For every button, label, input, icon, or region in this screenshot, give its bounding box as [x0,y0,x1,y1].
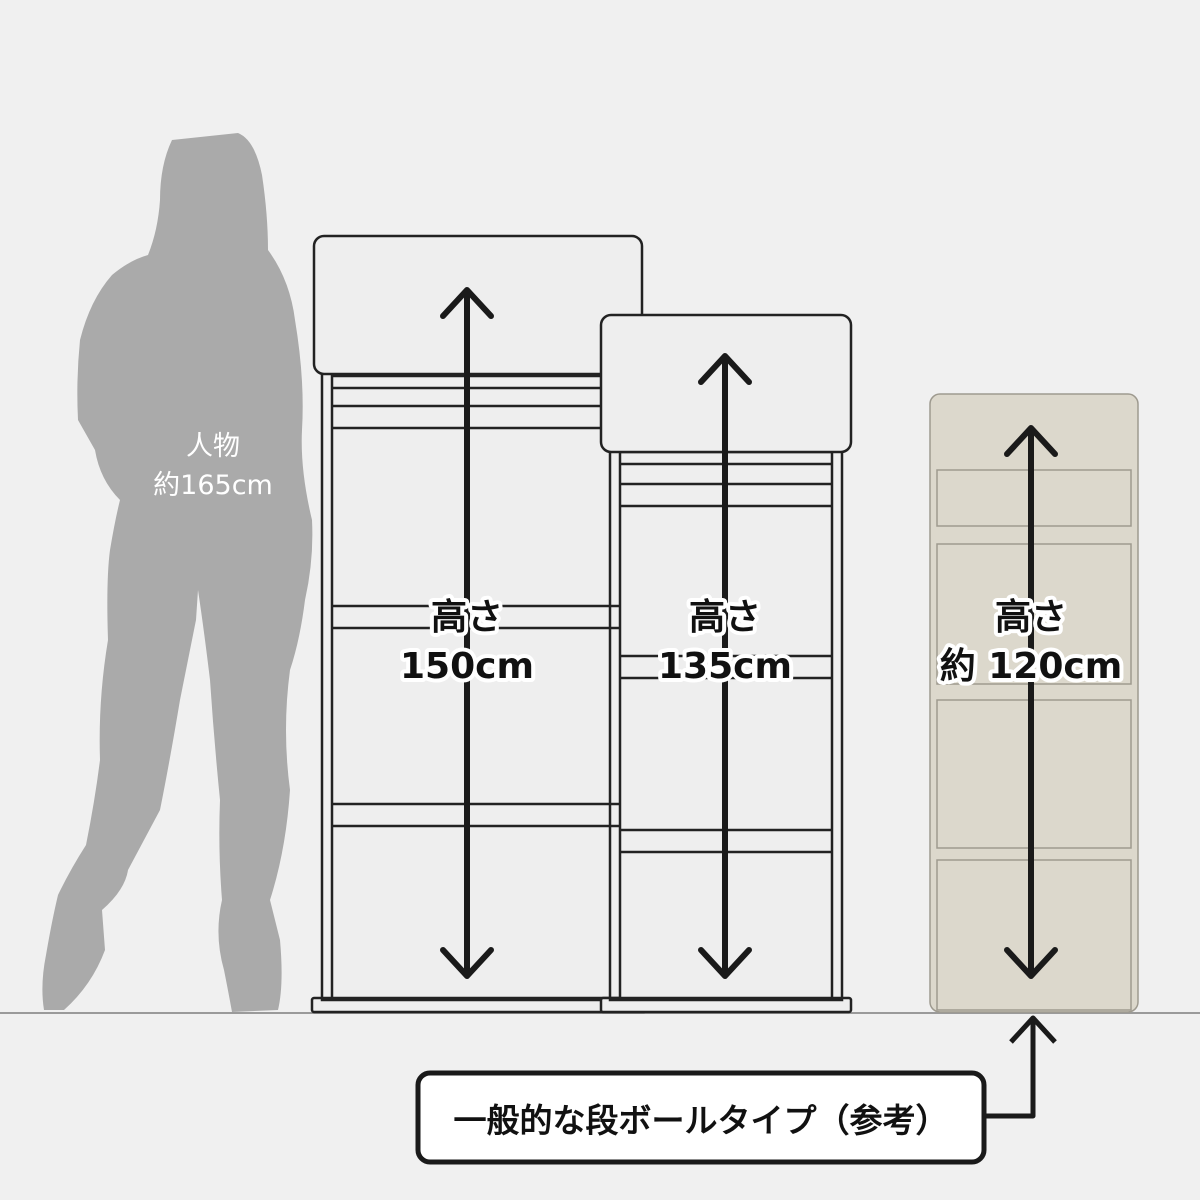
person-label-height: 約165cm [153,470,273,501]
person-silhouette: 人物 約165cm [42,133,313,1012]
callout-arrow-icon [984,1020,1036,1119]
double-arrow-icon [440,287,494,979]
rack-150-label-line1: 高さ [431,597,503,638]
rack-150-inner [330,374,630,1000]
double-arrow-icon [1004,425,1058,979]
person-label-name: 人物 [186,431,240,462]
callout-arrow-head [1009,1015,1057,1044]
rack-150cm [310,234,648,1014]
rack-135-label-line2: 135cm [658,646,792,687]
cardboard-label-line2: 約 120cm [940,646,1123,687]
double-arrow-icon [698,353,752,979]
callout-text: 一般的な段ボールタイプ（参考） [454,1101,949,1140]
height-labels: 高さ 150cm 高さ 135cm 高さ 約 120cm [396,593,1126,691]
cardboard-label-line1: 高さ [995,597,1067,638]
reference-callout: 一般的な段ボールタイプ（参考） [415,1015,1057,1165]
callout-box [415,1070,987,1165]
height-arrows [440,287,1058,979]
rack-150-label-line2: 150cm [400,646,534,687]
rack-135-label-line1: 高さ [689,597,761,638]
